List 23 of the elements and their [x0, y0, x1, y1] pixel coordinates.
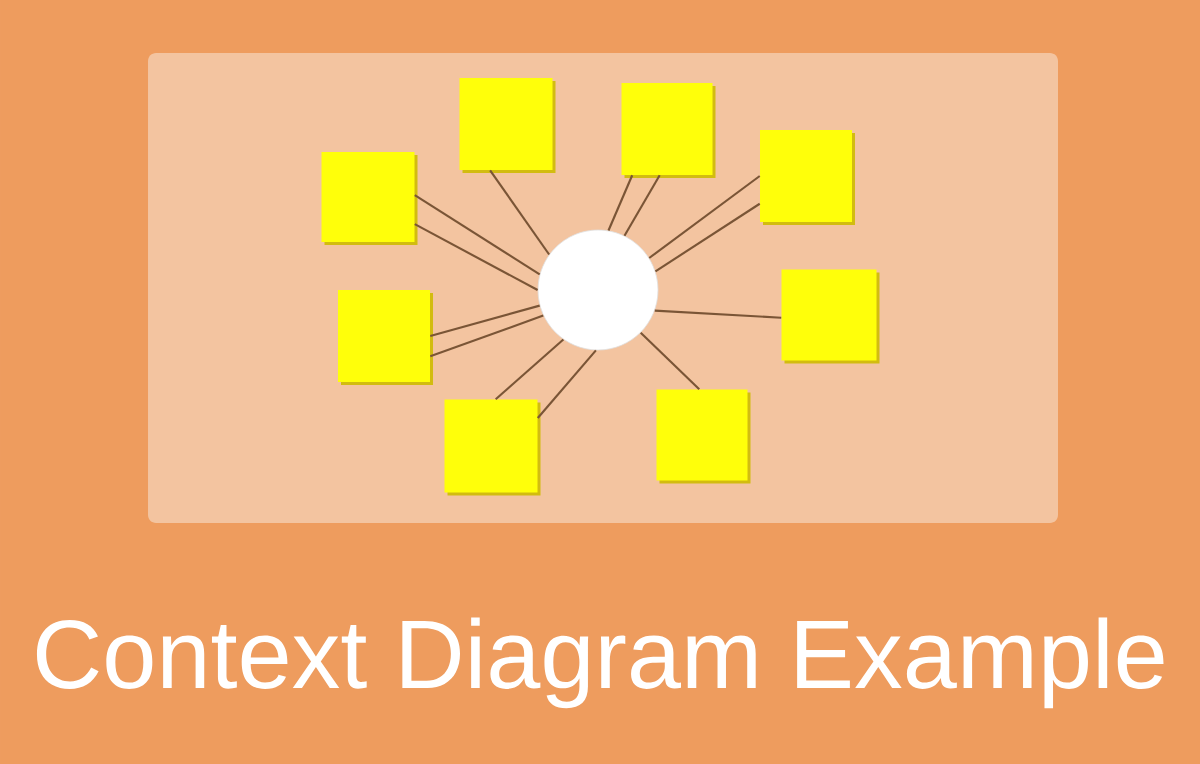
- connector-line: [648, 175, 761, 259]
- connector-line: [414, 223, 539, 291]
- sticky-note: [760, 130, 855, 225]
- connector-line: [489, 169, 550, 256]
- connector-line: [414, 194, 541, 276]
- sticky-note: [621, 83, 716, 178]
- connector-line: [429, 314, 544, 358]
- sticky-note: [781, 269, 880, 364]
- process-circle: [537, 229, 659, 351]
- connector-line: [654, 309, 782, 319]
- sticky-note: [338, 290, 433, 385]
- connector-line: [607, 174, 634, 231]
- sticky-note: [656, 389, 751, 484]
- sticky-note: [459, 78, 556, 173]
- connector-line: [430, 304, 540, 338]
- sticky-note: [321, 152, 418, 245]
- connector-line: [495, 338, 565, 401]
- connector-line: [623, 174, 661, 237]
- connector-line: [654, 202, 761, 273]
- title: Context Diagram Example: [36, 617, 1164, 709]
- connector-line: [536, 349, 597, 419]
- connector-line: [639, 331, 700, 390]
- sticky-note: [444, 399, 541, 496]
